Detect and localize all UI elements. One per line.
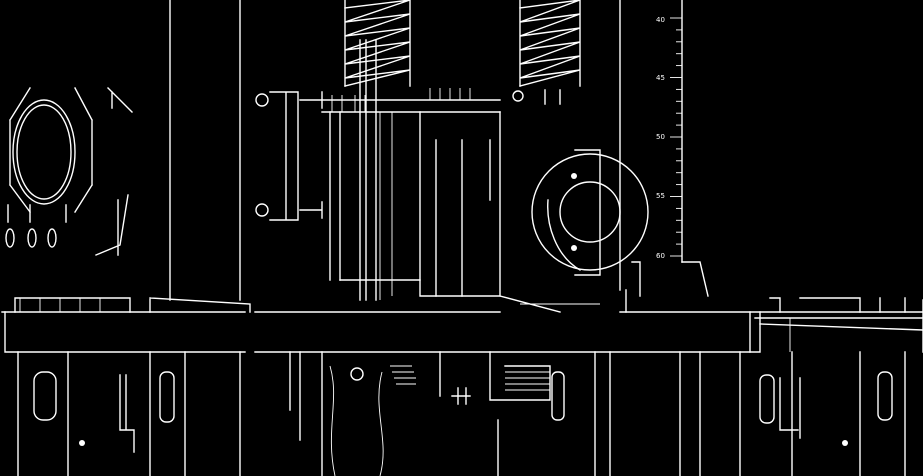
- column: [169, 0, 241, 301]
- scale-label-60: 60: [656, 252, 665, 260]
- linkage: [255, 91, 501, 221]
- right-flange: [531, 149, 649, 276]
- vertical-scale: 40 45 50 55 60: [619, 0, 683, 291]
- right-housing: [749, 297, 923, 353]
- scale-label-55: 55: [656, 192, 665, 200]
- scale-label-45: 45: [656, 74, 665, 82]
- scale-ticks: [670, 17, 682, 257]
- lower-frame: [17, 351, 906, 476]
- base-plate: [1, 297, 923, 353]
- scale-label-40: 40: [656, 16, 665, 24]
- pointer-carriage: [499, 261, 709, 313]
- scale-label-50: 50: [656, 133, 665, 141]
- left-clamp: [5, 87, 133, 256]
- actuator-stack: [329, 0, 581, 301]
